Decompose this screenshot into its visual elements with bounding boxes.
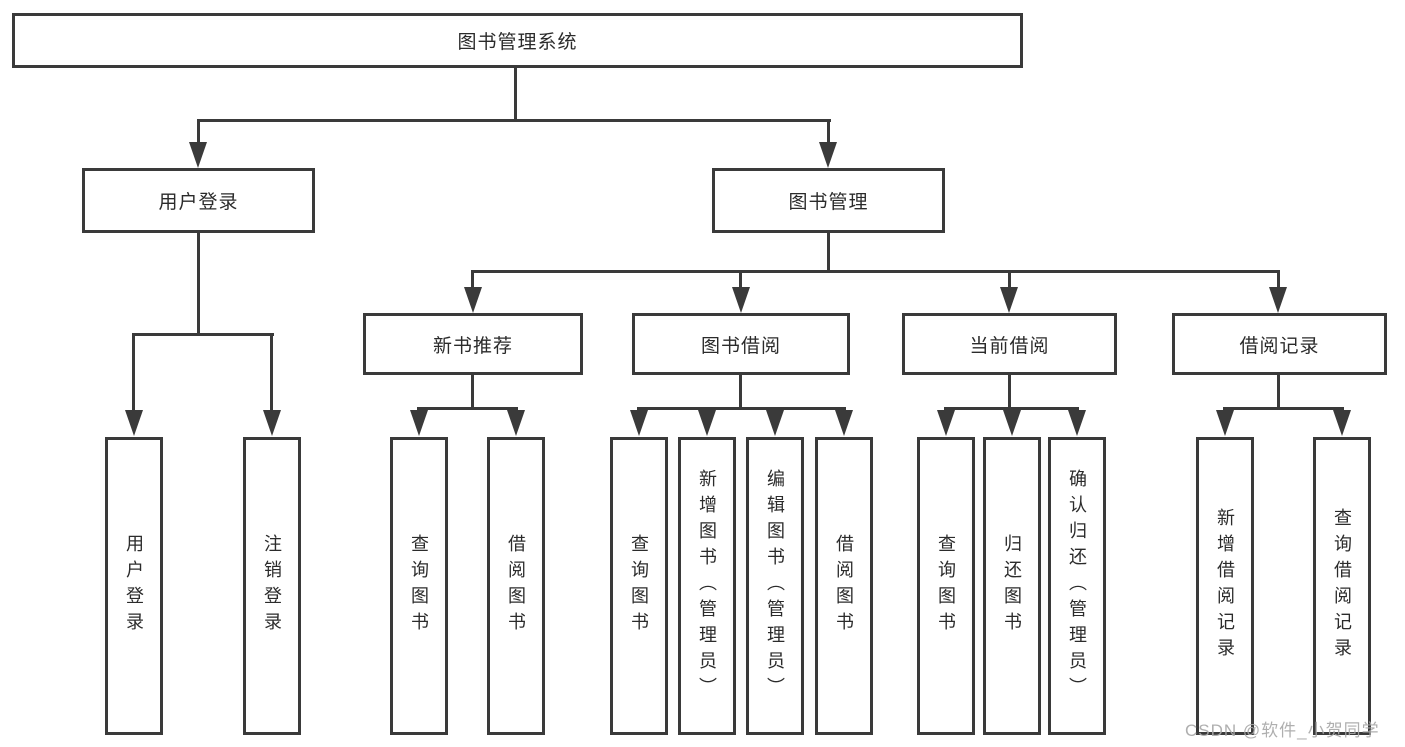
leaf-add-books-admin-label: 新增图书（管理员） <box>697 469 717 703</box>
leaf-add-borrow-record-label: 新增借阅记录 <box>1215 508 1235 664</box>
leaf-borrow-books-2: 借阅图书 <box>815 437 873 735</box>
node-root-label: 图书管理系统 <box>457 32 578 53</box>
leaf-return-books-label: 归还图书 <box>1002 534 1022 638</box>
node-new-book-recommend: 新书推荐 <box>363 313 583 375</box>
leaf-return-books: 归还图书 <box>983 437 1041 735</box>
connector-borrow-records-stem <box>1277 375 1280 410</box>
arrowhead-borrow-books-1-icon <box>507 410 525 436</box>
leaf-logout-label: 注销登录 <box>262 534 282 638</box>
connector-book-management-stem <box>827 233 830 273</box>
connector-branch-book-borrow <box>739 270 742 290</box>
arrowhead-return-books-icon <box>1003 410 1021 436</box>
leaf-borrow-books-2-label: 借阅图书 <box>834 534 854 638</box>
connector-branch-new-book <box>471 270 474 290</box>
arrowhead-query-books-2-icon <box>630 410 648 436</box>
leaf-confirm-return-admin-label: 确认归还（管理员） <box>1067 469 1087 703</box>
node-current-borrow: 当前借阅 <box>902 313 1117 375</box>
connector-current-borrow-horizontal <box>944 407 1079 410</box>
csdn-watermark: CSDN @软件_小贺同学 <box>1185 721 1380 740</box>
leaf-query-books-1: 查询图书 <box>390 437 448 735</box>
leaf-query-books-3-label: 查询图书 <box>936 534 956 638</box>
connector-current-borrow-stem <box>1008 375 1011 410</box>
node-root: 图书管理系统 <box>12 13 1023 68</box>
arrowhead-query-borrow-record-icon <box>1333 410 1351 436</box>
arrowhead-leaf-logout-icon <box>263 410 281 436</box>
node-current-borrow-label: 当前借阅 <box>969 335 1050 357</box>
leaf-query-borrow-record: 查询借阅记录 <box>1313 437 1371 735</box>
arrowhead-borrow-records-icon <box>1269 287 1287 313</box>
arrowhead-query-books-1-icon <box>410 410 428 436</box>
connector-book-borrow-stem <box>739 375 742 410</box>
connector-branch-book-management <box>827 119 830 145</box>
connector-new-book-stem <box>471 375 474 410</box>
node-book-management-label: 图书管理 <box>788 192 869 213</box>
arrowhead-new-book-icon <box>464 287 482 313</box>
node-book-management: 图书管理 <box>712 168 945 233</box>
node-borrow-records-label: 借阅记录 <box>1239 335 1320 357</box>
leaf-add-books-admin: 新增图书（管理员） <box>678 437 736 735</box>
connector-branch-borrow-records <box>1277 270 1280 290</box>
leaf-user-login-label: 用户登录 <box>124 534 144 638</box>
leaf-edit-books-admin-label: 编辑图书（管理员） <box>765 469 785 703</box>
connector-level3-horizontal <box>471 270 1280 273</box>
connector-branch-current-borrow <box>1008 270 1011 290</box>
connector-new-book-horizontal <box>417 407 518 410</box>
leaf-query-books-2-label: 查询图书 <box>629 534 649 638</box>
connector-root-stem <box>514 68 517 121</box>
arrowhead-query-books-3-icon <box>937 410 955 436</box>
leaf-query-books-2: 查询图书 <box>610 437 668 735</box>
leaf-user-login: 用户登录 <box>105 437 163 735</box>
connector-borrow-records-horizontal <box>1223 407 1344 410</box>
connector-book-borrow-horizontal <box>637 407 846 410</box>
arrowhead-add-borrow-record-icon <box>1216 410 1234 436</box>
leaf-query-books-3: 查询图书 <box>917 437 975 735</box>
connector-user-login-horizontal <box>132 333 274 336</box>
arrowhead-current-borrow-icon <box>1000 287 1018 313</box>
arrowhead-book-borrow-icon <box>732 287 750 313</box>
leaf-borrow-books-1: 借阅图书 <box>487 437 545 735</box>
node-book-borrow: 图书借阅 <box>632 313 850 375</box>
node-borrow-records: 借阅记录 <box>1172 313 1387 375</box>
node-new-book-recommend-label: 新书推荐 <box>432 335 513 357</box>
leaf-query-borrow-record-label: 查询借阅记录 <box>1332 508 1352 664</box>
arrowhead-confirm-return-icon <box>1068 410 1086 436</box>
leaf-confirm-return-admin: 确认归还（管理员） <box>1048 437 1106 735</box>
node-user-login-label: 用户登录 <box>158 192 239 213</box>
arrowhead-edit-books-icon <box>766 410 784 436</box>
node-book-borrow-label: 图书借阅 <box>700 335 781 357</box>
connector-level1-horizontal <box>197 119 831 122</box>
node-user-login: 用户登录 <box>82 168 315 233</box>
leaf-add-borrow-record: 新增借阅记录 <box>1196 437 1254 735</box>
connector-user-login-stem <box>197 233 200 336</box>
arrowhead-user-login-icon <box>189 142 207 168</box>
arrowhead-borrow-books-2-icon <box>835 410 853 436</box>
connector-branch-user-login <box>197 119 200 145</box>
leaf-borrow-books-1-label: 借阅图书 <box>506 534 526 638</box>
arrowhead-book-management-icon <box>819 142 837 168</box>
leaf-logout: 注销登录 <box>243 437 301 735</box>
connector-branch-leaf-logout <box>270 333 273 412</box>
leaf-edit-books-admin: 编辑图书（管理员） <box>746 437 804 735</box>
connector-branch-leaf-user-login <box>132 333 135 412</box>
leaf-query-books-1-label: 查询图书 <box>409 534 429 638</box>
arrowhead-leaf-user-login-icon <box>125 410 143 436</box>
arrowhead-add-books-icon <box>698 410 716 436</box>
